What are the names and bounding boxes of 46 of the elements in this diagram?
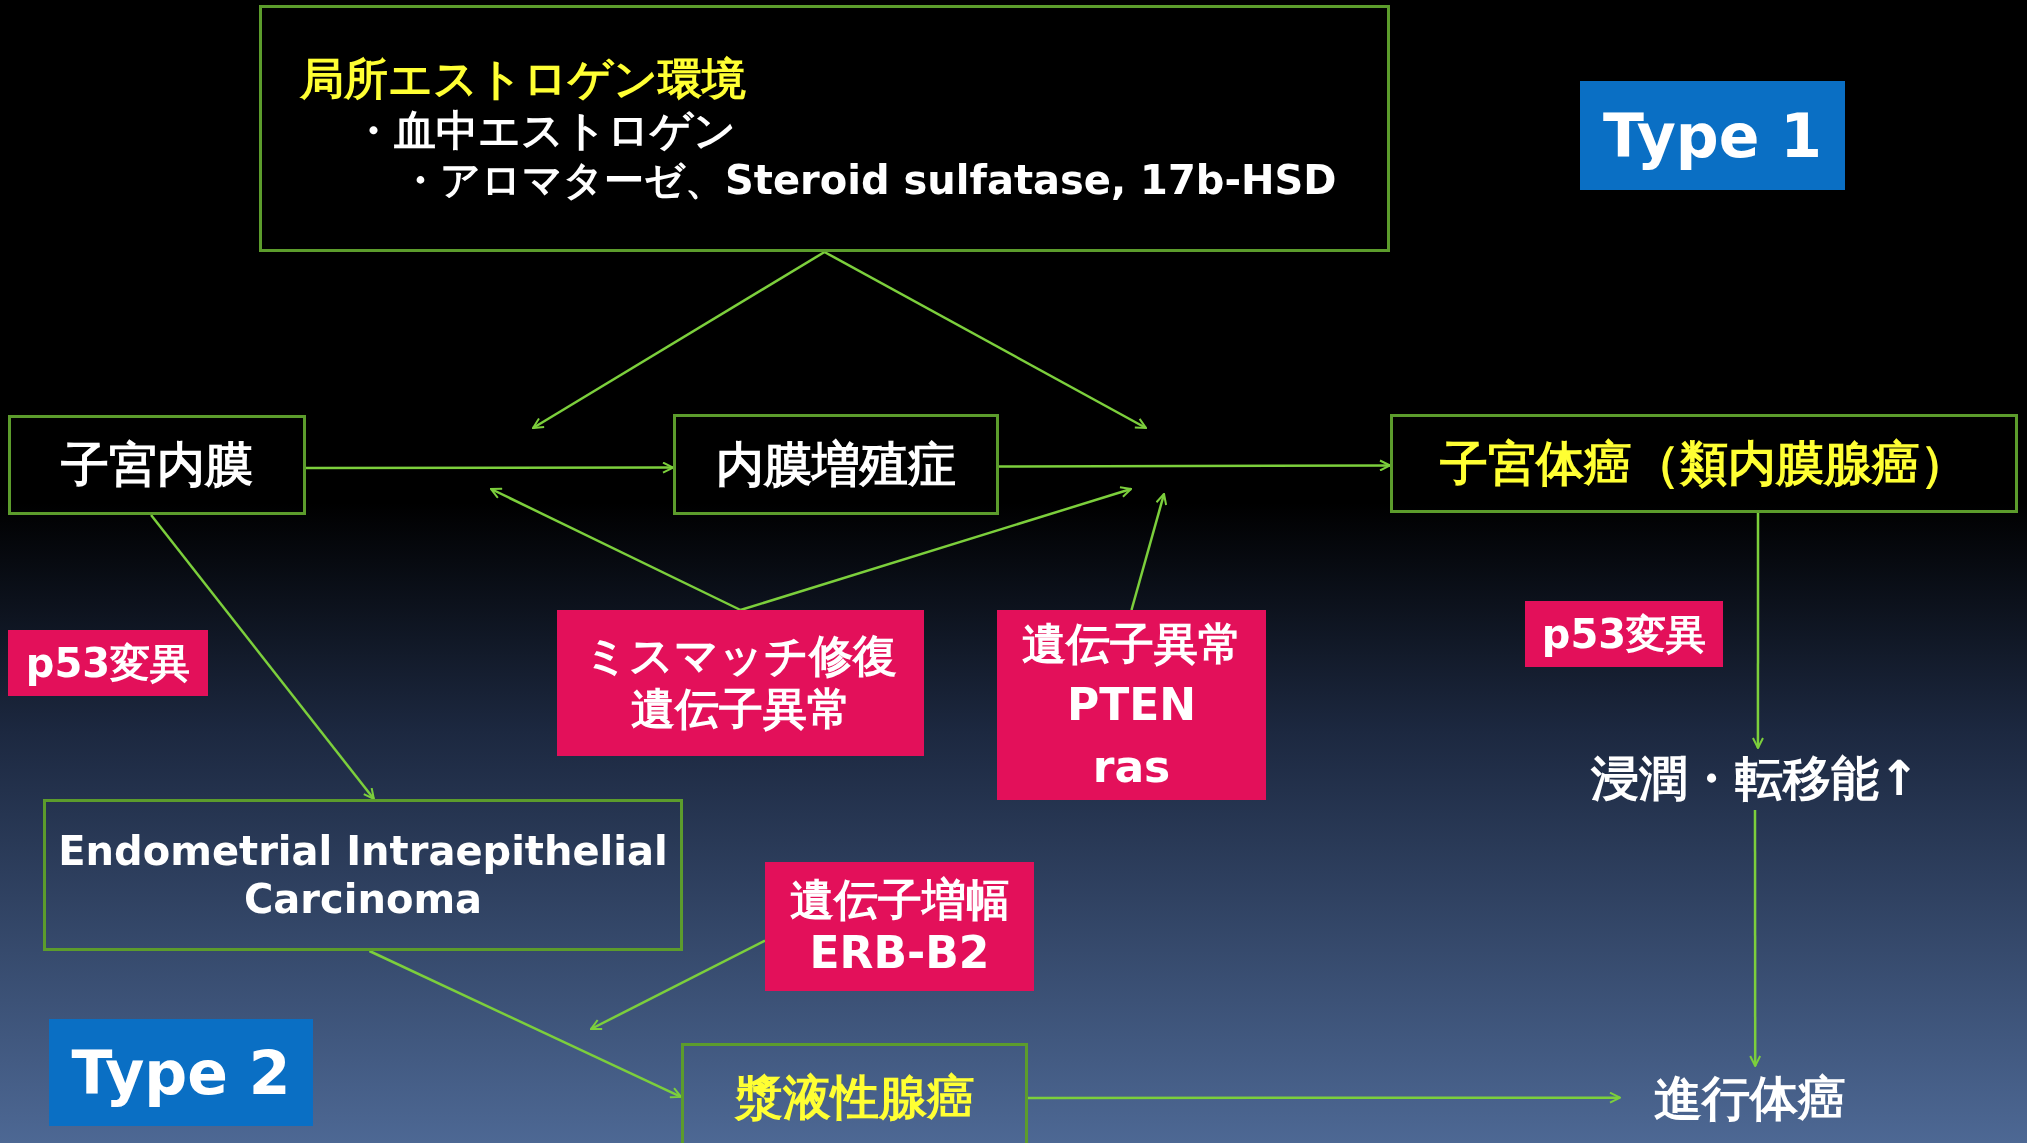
node-text: ERB-B2: [809, 926, 990, 980]
node-text: p53変異: [25, 639, 191, 687]
arrow: [1749, 810, 1762, 1067]
outcome-text: 進行体癌: [1654, 1070, 1846, 1128]
factor-box: [8, 630, 208, 696]
arrow: [1028, 1091, 1621, 1104]
process-box: [673, 414, 999, 515]
arrow: [740, 486, 1132, 612]
arrow: [999, 459, 1391, 472]
node-text: Endometrial Intraepithelial Carcinoma: [57, 827, 669, 923]
process-box: [259, 5, 1390, 252]
node-text: p53変異: [1541, 610, 1707, 658]
arrow: [1751, 513, 1764, 749]
type-badge: [1580, 81, 1845, 190]
arrow: [532, 250, 826, 430]
node-text: 局所エストロゲン環境: [300, 52, 746, 106]
factor-box: [997, 610, 1266, 800]
process-box: [681, 1043, 1028, 1143]
factor-box: [557, 610, 924, 756]
node-text: ・アロマターゼ、Steroid sulfatase, 17b-HSD: [400, 156, 1337, 205]
process-box: [1390, 414, 2018, 513]
node-text: 子宮内膜: [61, 436, 253, 494]
node-text: 内膜増殖症: [716, 435, 956, 494]
node-text: ・血中エストロゲン: [352, 105, 736, 157]
arrow: [306, 461, 674, 474]
type-label: Type 1: [1602, 99, 1823, 172]
node-text: PTEN: [1066, 678, 1197, 733]
node-text: 漿液性腺癌: [734, 1069, 975, 1127]
node-text: 遺伝子増幅: [789, 873, 1010, 927]
node-text: ミスマッチ修復遺伝子異常: [583, 630, 898, 736]
arrow: [590, 939, 766, 1031]
arrow: [823, 250, 1147, 430]
node-text: ras: [1092, 739, 1171, 794]
factor-box: [765, 862, 1034, 991]
type-label: Type 2: [71, 1036, 291, 1109]
factor-box: [1525, 601, 1723, 667]
arrow: [368, 949, 682, 1099]
process-box: [43, 799, 683, 951]
type-badge: [49, 1019, 313, 1126]
process-box: [8, 415, 306, 515]
node-text: 遺伝子異常: [1021, 616, 1242, 671]
node-text: 子宮体癌（類内膜腺癌）: [1440, 434, 1968, 493]
arrow: [1130, 493, 1168, 611]
arrow: [150, 514, 375, 800]
arrow: [490, 487, 742, 612]
outcome-text: 浸潤・転移能↑: [1590, 750, 1920, 808]
